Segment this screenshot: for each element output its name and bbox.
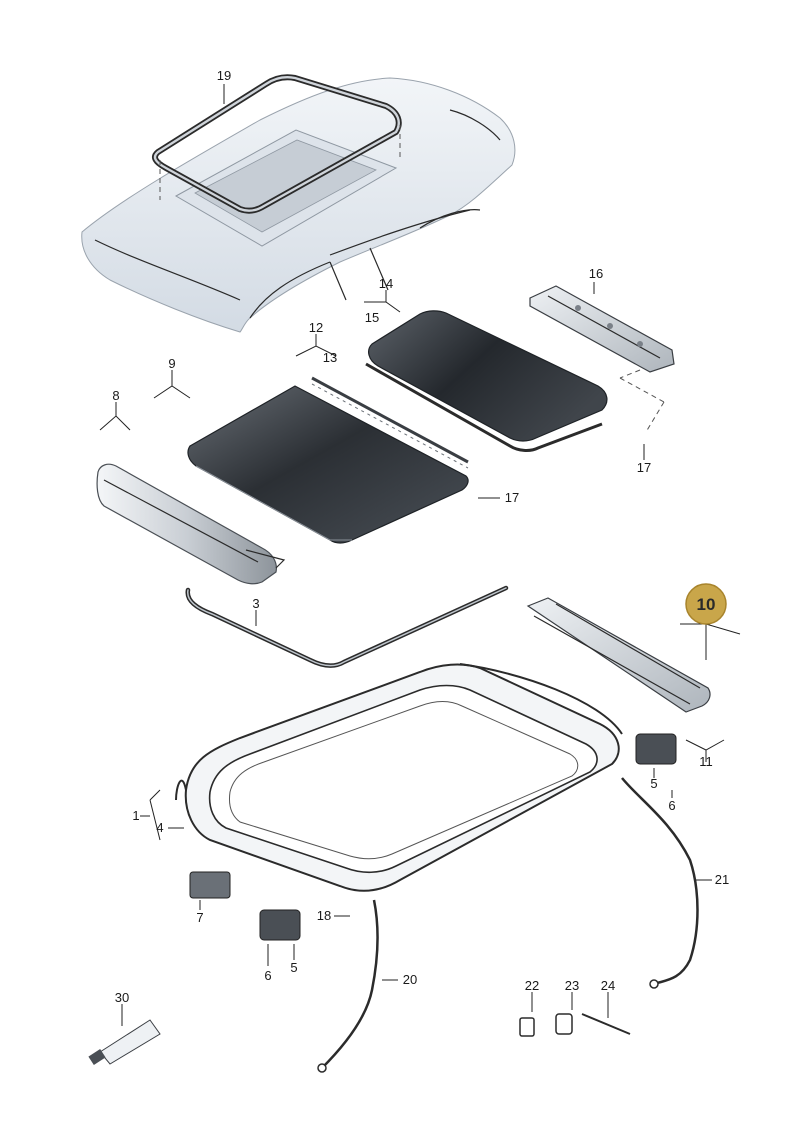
label-15[interactable]: 15 <box>365 310 379 325</box>
label-9[interactable]: 9 <box>168 356 175 371</box>
seal-strip-13 <box>311 376 469 469</box>
sunshade-roller-10 <box>526 597 711 713</box>
label-6-left[interactable]: 6 <box>264 968 271 983</box>
label-14[interactable]: 14 <box>379 276 393 291</box>
control-unit-7 <box>189 871 231 899</box>
label-6-right[interactable]: 6 <box>668 798 675 813</box>
sealant-tube-30 <box>88 1019 161 1066</box>
roof-seal-19 <box>152 74 402 214</box>
part-labels: 19 14 15 12 13 16 9 8 17 17 3 1 4 5 6 11… <box>112 68 729 1005</box>
label-20[interactable]: 20 <box>403 972 417 987</box>
glass-panel-12 <box>187 385 469 544</box>
label-10: 10 <box>697 595 716 614</box>
seal-3 <box>185 585 509 668</box>
drain-hose-21 <box>621 777 699 989</box>
glass-panel-14 <box>365 310 608 452</box>
label-22[interactable]: 22 <box>525 978 539 993</box>
label-19[interactable]: 19 <box>217 68 231 83</box>
label-13[interactable]: 13 <box>323 350 337 365</box>
rail-16 <box>529 285 675 433</box>
label-1[interactable]: 1 <box>132 808 139 823</box>
label-18[interactable]: 18 <box>317 908 331 923</box>
label-7[interactable]: 7 <box>196 910 203 925</box>
sunroof-frame-1 <box>175 663 623 892</box>
cable-tie-24 <box>581 1013 631 1035</box>
clip-22 <box>519 1017 535 1037</box>
label-12[interactable]: 12 <box>309 320 323 335</box>
label-23[interactable]: 23 <box>565 978 579 993</box>
label-11[interactable]: 11 <box>699 754 713 769</box>
motor-5-right <box>635 733 677 765</box>
car-body-outline <box>81 77 516 333</box>
callout-10-highlight[interactable]: 10 <box>685 583 727 625</box>
motor-5-left <box>259 909 301 941</box>
label-17a[interactable]: 17 <box>505 490 519 505</box>
label-16[interactable]: 16 <box>589 266 603 281</box>
label-21[interactable]: 21 <box>715 872 729 887</box>
label-8[interactable]: 8 <box>112 388 119 403</box>
label-24[interactable]: 24 <box>601 978 615 993</box>
label-30[interactable]: 30 <box>115 990 129 1005</box>
wind-deflector-8 <box>96 463 286 585</box>
label-5-right[interactable]: 5 <box>650 776 657 791</box>
label-17b[interactable]: 17 <box>637 460 651 475</box>
label-3[interactable]: 3 <box>252 596 259 611</box>
label-5-left[interactable]: 5 <box>290 960 297 975</box>
label-4[interactable]: 4 <box>156 820 163 835</box>
drain-hose-20 <box>317 899 379 1073</box>
leader-lines <box>99 84 741 1026</box>
clip-23 <box>555 1013 573 1035</box>
